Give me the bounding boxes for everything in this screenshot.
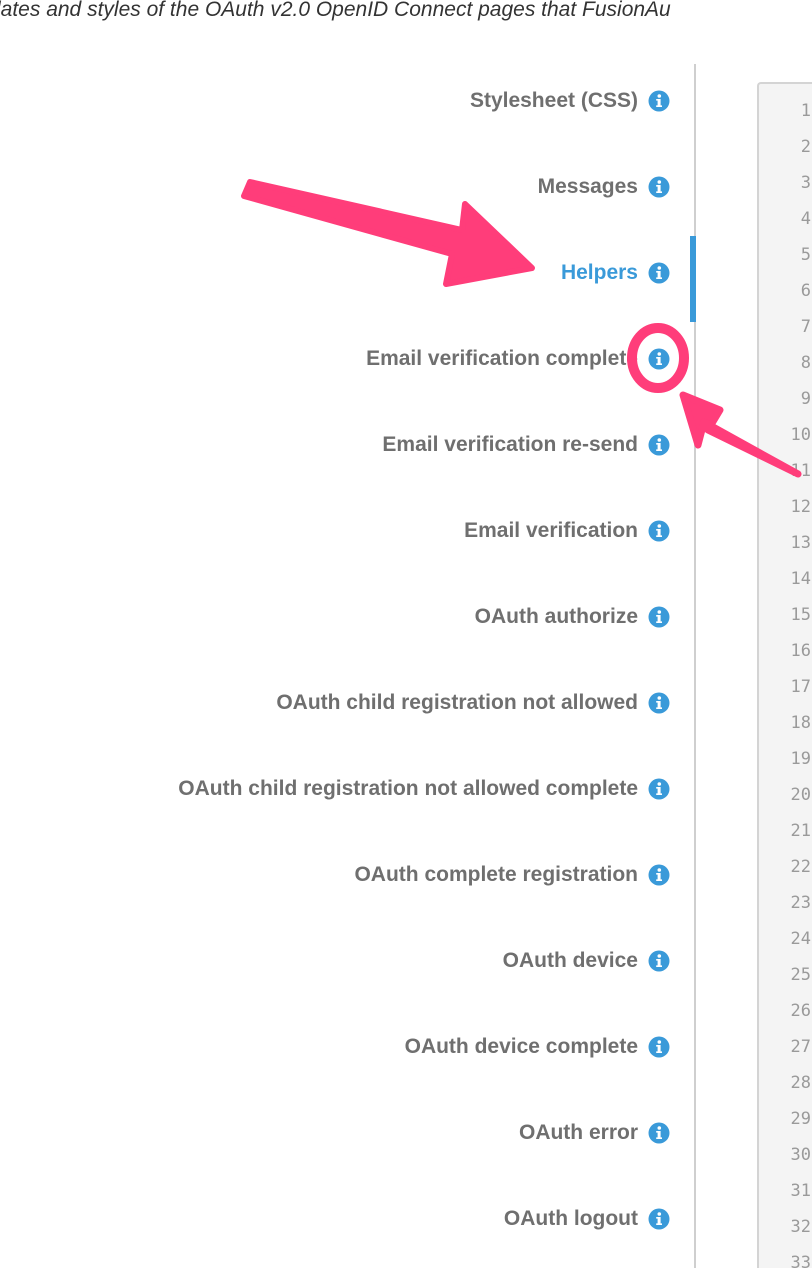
tab-email-verification-re-send[interactable]: Email verification re-send	[382, 402, 670, 488]
tab-label: OAuth device complete	[404, 1035, 638, 1058]
line-number: 19	[790, 749, 811, 769]
line-number: 25	[790, 965, 811, 985]
line-number: 18	[790, 713, 811, 733]
info-icon[interactable]	[648, 262, 670, 284]
info-icon[interactable]	[648, 864, 670, 886]
intro-text: lates and styles of the OAuth v2.0 OpenI…	[0, 0, 671, 21]
info-icon[interactable]	[648, 434, 670, 456]
line-number: 20	[790, 785, 811, 805]
line-number: 29	[790, 1109, 811, 1129]
info-icon[interactable]	[648, 950, 670, 972]
line-number: 33	[790, 1253, 811, 1268]
tab-oauth-child-registration-not-allowed-complete[interactable]: OAuth child registration not allowed com…	[178, 746, 670, 832]
line-number: 2	[800, 137, 811, 157]
info-icon[interactable]	[648, 1122, 670, 1144]
info-icon[interactable]	[648, 348, 670, 370]
tab-oauth-device-complete[interactable]: OAuth device complete	[405, 1004, 670, 1090]
line-number: 16	[790, 641, 811, 661]
info-icon[interactable]	[648, 692, 670, 714]
line-number: 5	[800, 245, 811, 265]
tab-label: OAuth complete registration	[354, 863, 638, 886]
line-number: 4	[800, 209, 811, 229]
tab-oauth-complete-registration[interactable]: OAuth complete registration	[354, 832, 670, 918]
tab-label: OAuth authorize	[474, 605, 638, 628]
tab-stylesheet-css[interactable]: Stylesheet (CSS)	[470, 58, 670, 144]
active-tab-indicator	[690, 236, 696, 322]
info-icon[interactable]	[648, 176, 670, 198]
line-number: 27	[790, 1037, 811, 1057]
tab-label: Email verification re-send	[382, 433, 638, 456]
tab-label: OAuth error	[518, 1121, 638, 1144]
line-number: 12	[790, 497, 811, 517]
line-number: 14	[790, 569, 811, 589]
tab-label: OAuth logout	[503, 1207, 638, 1230]
line-number: 1	[800, 101, 811, 121]
tab-label: OAuth device	[502, 949, 638, 972]
tab-label: Stylesheet (CSS)	[469, 89, 638, 112]
info-icon[interactable]	[648, 778, 670, 800]
tab-email-verification-complete[interactable]: Email verification complete	[366, 316, 670, 402]
line-number: 15	[790, 605, 811, 625]
tab-label: Email verification	[464, 519, 638, 542]
line-number: 31	[790, 1181, 811, 1201]
line-number: 9	[800, 389, 811, 409]
tab-email-verification[interactable]: Email verification	[464, 488, 670, 574]
info-icon[interactable]	[648, 90, 670, 112]
line-number: 6	[800, 281, 811, 301]
tabs-divider	[694, 64, 696, 1268]
tab-oauth-authorize[interactable]: OAuth authorize	[475, 574, 670, 660]
tab-label: Messages	[537, 175, 638, 198]
tab-messages[interactable]: Messages	[538, 144, 670, 230]
tab-helpers[interactable]: Helpers	[561, 230, 670, 316]
info-icon[interactable]	[648, 1208, 670, 1230]
line-number: 17	[790, 677, 811, 697]
tab-label: Helpers	[560, 261, 638, 284]
line-number: 30	[790, 1145, 811, 1165]
tab-label: Email verification complete	[366, 347, 638, 370]
line-number: 22	[790, 857, 811, 877]
line-number: 7	[800, 317, 811, 337]
tab-oauth-error[interactable]: OAuth error	[519, 1090, 670, 1176]
tab-oauth-logout[interactable]: OAuth logout	[504, 1176, 670, 1262]
tab-label: OAuth child registration not allowed	[276, 691, 638, 714]
tab-oauth-device[interactable]: OAuth device	[503, 918, 670, 1004]
info-icon[interactable]	[648, 520, 670, 542]
line-number: 13	[790, 533, 811, 553]
line-number: 11	[790, 461, 811, 481]
line-number: 26	[790, 1001, 811, 1021]
line-number: 23	[790, 893, 811, 913]
line-number: 10	[790, 425, 811, 445]
info-icon[interactable]	[648, 606, 670, 628]
line-number: 8	[800, 353, 811, 373]
tab-oauth-child-registration-not-allowed[interactable]: OAuth child registration not allowed	[276, 660, 670, 746]
line-number: 3	[800, 173, 811, 193]
line-number: 24	[790, 929, 811, 949]
info-icon[interactable]	[648, 1036, 670, 1058]
line-number: 28	[790, 1073, 811, 1093]
line-number: 21	[790, 821, 811, 841]
line-number: 32	[790, 1217, 811, 1237]
tab-label: OAuth child registration not allowed com…	[178, 777, 638, 800]
